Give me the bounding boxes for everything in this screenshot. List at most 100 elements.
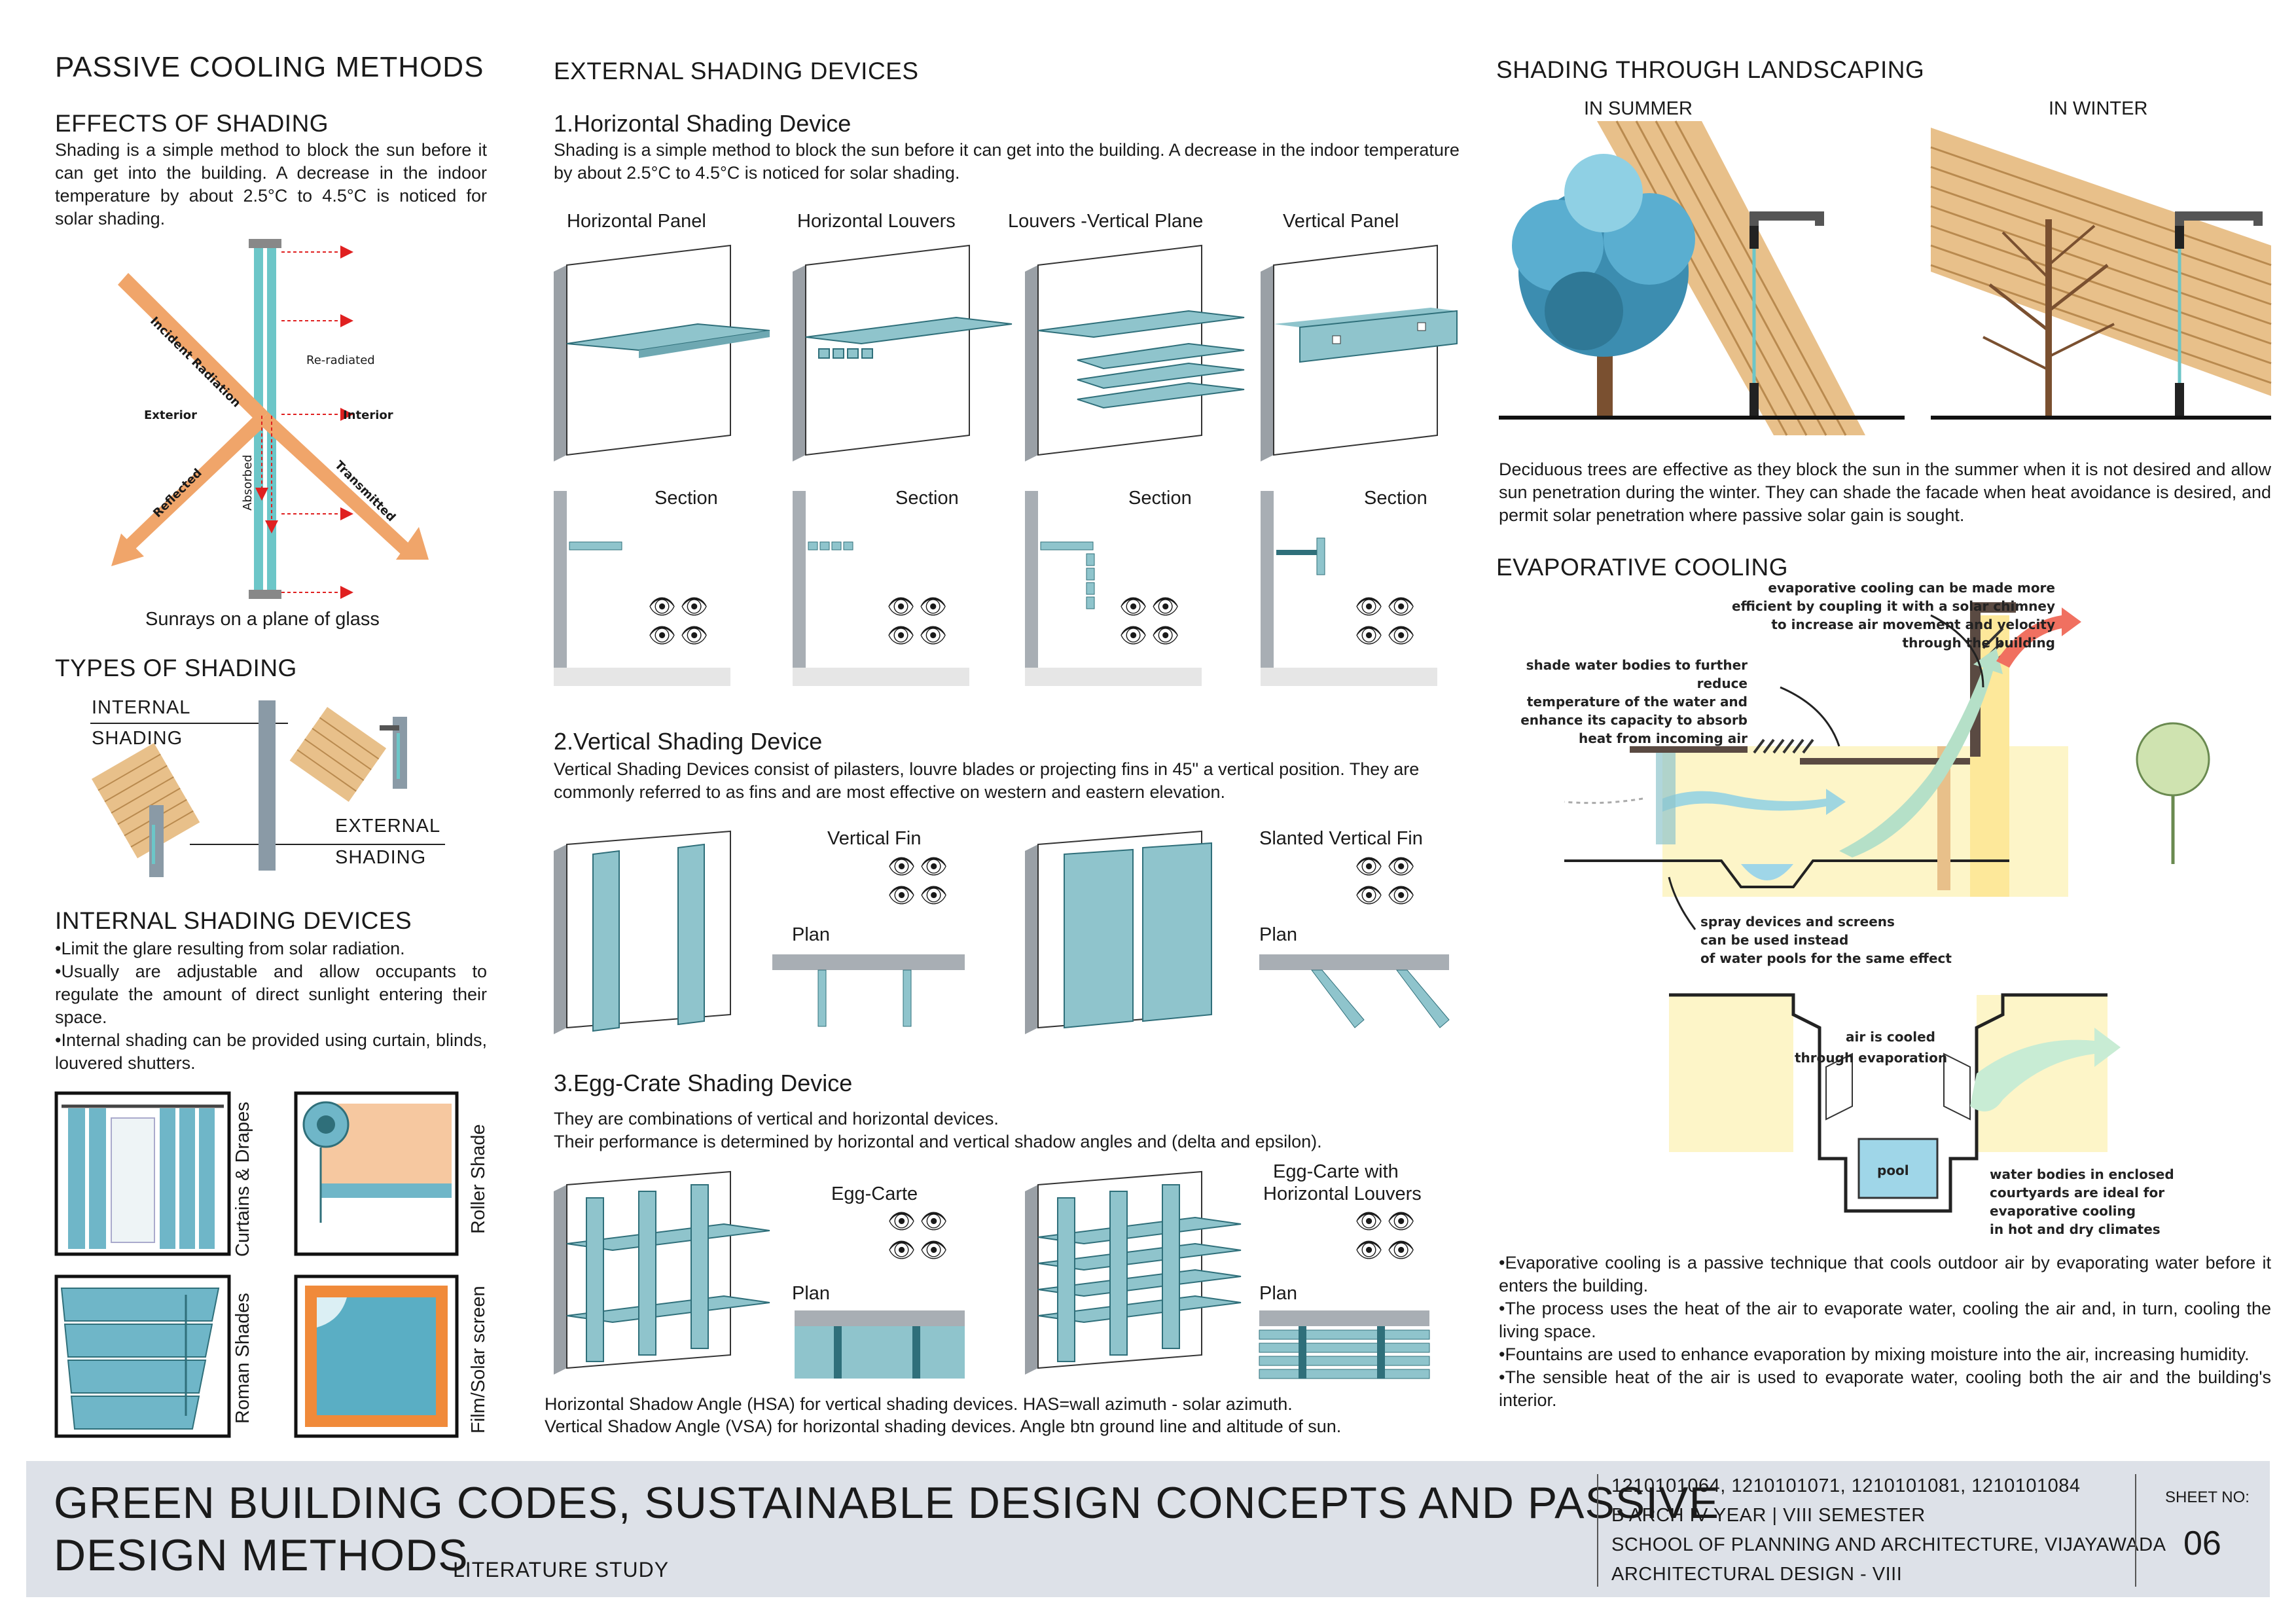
- pool-label: pool: [1877, 1163, 1909, 1178]
- egg-carte-h-plan: [1259, 1310, 1430, 1379]
- egg-carte-h-label-1: Egg-Carte with: [1273, 1161, 1399, 1182]
- types-title: TYPES OF SHADING: [55, 655, 297, 681]
- external-title: EXTERNAL SHADING DEVICES: [554, 58, 919, 84]
- horizontal-text: Shading is a simple method to block the …: [554, 140, 1460, 183]
- eye-icons: 👁👁👁👁: [888, 1209, 952, 1263]
- internal-devices-list: Limit the glare resulting from solar rad…: [55, 937, 487, 1075]
- panel-label: Vertical Panel: [1283, 211, 1399, 232]
- types-of-shading-diagram: [90, 700, 445, 877]
- vertical-fin-label: Vertical Fin: [827, 828, 922, 849]
- evap-bullet: Evaporative cooling is a passive techniq…: [1499, 1252, 2271, 1297]
- footer-course: ARCHITECTURAL DESIGN - VIII: [1611, 1564, 1903, 1585]
- egg-carte-label: Egg-Carte: [831, 1183, 918, 1204]
- footer-divider: [1597, 1474, 1598, 1587]
- horizontal-title: 1.Horizontal Shading Device: [554, 110, 852, 137]
- footer-divider: [2135, 1474, 2136, 1587]
- evap-bullet: The sensible heat of the air is used to …: [1499, 1366, 2271, 1412]
- footer-title-2: DESIGN METHODS: [54, 1530, 469, 1580]
- courtyard-diagram: [1669, 993, 2121, 1213]
- internal-bullet: Usually are adjustable and allow occupan…: [55, 960, 487, 1029]
- footer-bar: GREEN BUILDING CODES, SUSTAINABLE DESIGN…: [26, 1461, 2270, 1597]
- plan-label: Plan: [792, 1283, 831, 1304]
- landscape-title: SHADING THROUGH LANDSCAPING: [1496, 56, 1925, 83]
- panel-label: Horizontal Louvers: [797, 211, 956, 232]
- egg-title: 3.Egg-Crate Shading Device: [554, 1070, 853, 1096]
- vertical-text: Vertical Shading Devices consist of pila…: [554, 759, 1420, 802]
- eye-icons: 👁👁👁👁: [888, 854, 952, 908]
- exterior-label: Exterior: [144, 408, 198, 422]
- evap-bullet: Fountains are used to enhance evaporatio…: [1499, 1343, 2271, 1366]
- eye-icons: 👁👁👁👁: [1355, 594, 1420, 648]
- plan-label: Plan: [792, 924, 831, 945]
- panel-label: Horizontal Panel: [567, 211, 706, 232]
- summer-label: IN SUMMER: [1584, 98, 1693, 119]
- absorbed-label: Absorbed: [241, 454, 255, 511]
- vsa-text: Vertical Shadow Angle (VSA) for horizont…: [545, 1416, 1342, 1436]
- eye-icons: 👁👁👁👁: [1355, 854, 1420, 908]
- eye-icons: 👁👁👁👁: [887, 594, 952, 648]
- internal-devices-title: INTERNAL SHADING DEVICES: [55, 907, 412, 934]
- egg-carte-plan: [795, 1310, 965, 1379]
- curtains-label: Curtains & Drapes: [232, 1102, 253, 1257]
- roman-shades-image: [54, 1274, 231, 1438]
- footer-title-1: GREEN BUILDING CODES, SUSTAINABLE DESIGN…: [54, 1478, 1719, 1528]
- roman-shades-label: Roman Shades: [232, 1293, 253, 1424]
- panel-label: Louvers -Vertical Plane: [1008, 211, 1204, 232]
- reradiated-label: Re-radiated: [306, 353, 375, 367]
- vertical-fin-plan: [772, 954, 965, 1027]
- plan-label: Plan: [1259, 924, 1298, 945]
- film-screen-label: Film/Solar screen: [468, 1286, 489, 1434]
- section-drawings: [554, 491, 1437, 686]
- footer-year: B ARCH IV YEAR | VIII SEMESTER: [1611, 1505, 1926, 1526]
- winter-tree-illustration: [1930, 128, 2272, 420]
- effects-title: EFFECTS OF SHADING: [55, 110, 329, 137]
- vertical-fin-illustration: [554, 830, 731, 1034]
- sheet-label: SHEET NO:: [2165, 1489, 2250, 1506]
- glass-caption: Sunrays on a plane of glass: [145, 609, 380, 630]
- egg-crate-louvers-illustration: [1025, 1170, 1242, 1375]
- roller-shade-image: [294, 1091, 459, 1256]
- plan-label: Plan: [1259, 1283, 1298, 1304]
- evap-list: Evaporative cooling is a passive techniq…: [1499, 1252, 2271, 1412]
- egg-crate-illustration: [554, 1170, 770, 1375]
- section-label: Section: [655, 488, 718, 509]
- slanted-fin-illustration: [1025, 830, 1212, 1034]
- eye-icons: 👁👁👁👁: [1119, 594, 1184, 648]
- hsa-text: Horizontal Shadow Angle (HSA) for vertic…: [545, 1394, 1293, 1414]
- landscape-text: Deciduous trees are effective as they bl…: [1499, 460, 2271, 525]
- winter-label: IN WINTER: [2049, 98, 2148, 119]
- slanted-fin-plan: [1259, 954, 1450, 1028]
- vertical-title: 2.Vertical Shading Device: [554, 728, 823, 755]
- eye-icons: 👁👁👁👁: [1355, 1209, 1420, 1263]
- curtains-image: [54, 1091, 231, 1256]
- eye-icons: 👁👁👁👁: [648, 594, 713, 648]
- egg-carte-h-label-2: Horizontal Louvers: [1263, 1183, 1422, 1204]
- internal-bullet: Limit the glare resulting from solar rad…: [55, 937, 487, 960]
- section-label: Section: [895, 488, 959, 509]
- section-label: Section: [1128, 488, 1192, 509]
- glass-radiation-diagram: [111, 239, 429, 599]
- anno-cooled-1: air is cooled: [1846, 1029, 1935, 1045]
- evap-title: EVAPORATIVE COOLING: [1496, 554, 1789, 581]
- film-screen-image: [294, 1274, 459, 1438]
- sheet-number: 06: [2183, 1525, 2221, 1562]
- roller-shade-label: Roller Shade: [468, 1124, 489, 1234]
- evap-bullet: The process uses the heat of the air to …: [1499, 1297, 2271, 1343]
- evaporative-cooling-diagram: [1564, 602, 2210, 930]
- footer-school: SCHOOL OF PLANNING AND ARCHITECTURE, VIJ…: [1611, 1534, 2166, 1555]
- horizontal-devices-illustration: [554, 244, 1458, 461]
- footer-ids: 1210101064, 1210101071, 1210101081, 1210…: [1611, 1475, 2081, 1496]
- egg-text-2: Their performance is determined by horiz…: [554, 1132, 1322, 1151]
- anno-cooled-2: through evaporation: [1795, 1050, 1948, 1066]
- external-label-1: EXTERNAL: [335, 816, 441, 837]
- section-label: Section: [1364, 488, 1427, 509]
- internal-label-1: INTERNAL: [92, 697, 191, 718]
- slanted-fin-label: Slanted Vertical Fin: [1259, 828, 1423, 849]
- footer-subtitle: LITERATURE STUDY: [453, 1558, 670, 1581]
- effects-text: Shading is a simple method to block the …: [55, 140, 487, 228]
- interior-label: Interior: [343, 408, 393, 422]
